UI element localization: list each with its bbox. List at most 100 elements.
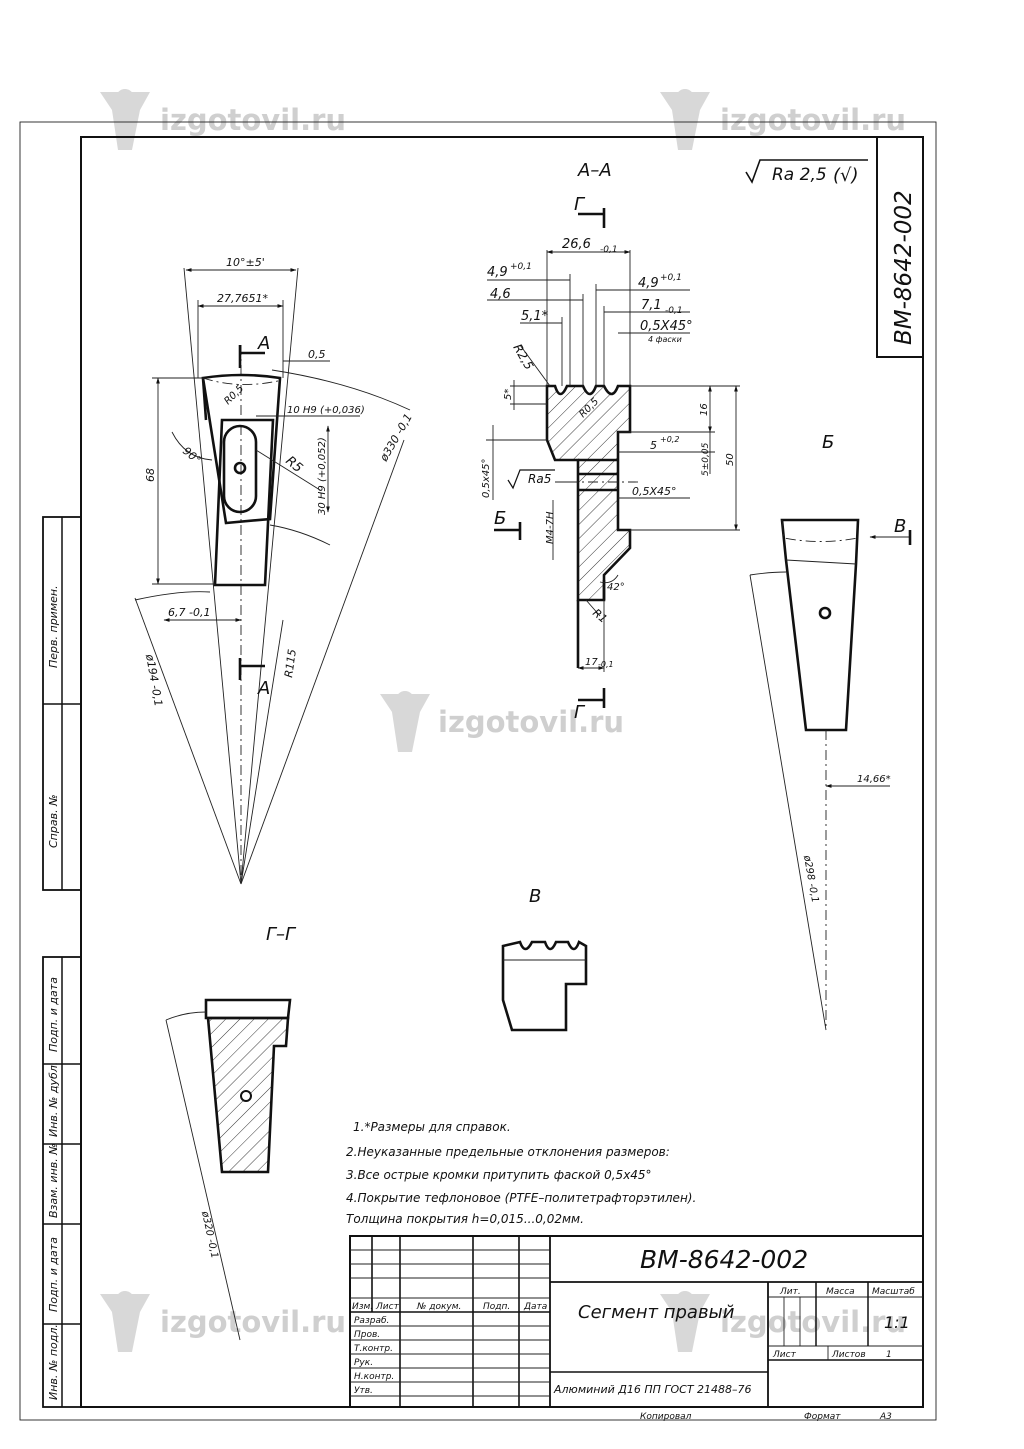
note-2: 2.Неуказанные предельные отклонения разм… xyxy=(346,1145,670,1159)
section-gg-title: Г–Г xyxy=(266,924,297,945)
section-mark-g-bottom: Г xyxy=(574,702,586,723)
view-b: Б В 14,66* ø298 -0,1 xyxy=(749,432,912,1031)
role-approved: Утв. xyxy=(354,1386,373,1396)
view-v-title: В xyxy=(529,886,541,907)
dim-17: 17 xyxy=(585,657,598,668)
watermark-text: izgotovil.ru xyxy=(160,103,346,137)
dim-r25: R2,5 xyxy=(510,342,536,373)
dim-266-tol: -0,1 xyxy=(600,245,618,255)
role-developer: Разраб. xyxy=(354,1316,389,1326)
dim-5-tol: +0,2 xyxy=(660,435,679,444)
header-sign: Подп. xyxy=(483,1302,510,1312)
value-scale: 1:1 xyxy=(884,1313,910,1332)
view-mark-v: В xyxy=(894,516,906,537)
dim-17-tol: -0,1 xyxy=(598,660,614,669)
dim-49b: 4,9 xyxy=(638,276,659,291)
roughness-symbol: Ra 2,5 (√) xyxy=(745,159,868,186)
label-sheets: Листов xyxy=(831,1350,866,1360)
dim-offset: 0,5 xyxy=(308,348,326,361)
title-block: Изм. Лист № докум. Подп. Дата Разраб. Пр… xyxy=(349,1235,924,1422)
stamp-sign-date: Подп. и дата xyxy=(47,977,60,1052)
dim-chamfer-1-note: 4 фаски xyxy=(648,335,682,344)
note-1: 1.*Размеры для справок. xyxy=(353,1120,511,1134)
view-mark-b-left: Б xyxy=(494,508,506,529)
dim-46: 4,6 xyxy=(490,287,511,302)
outer-frame xyxy=(19,121,937,1421)
watermark-text: izgotovil.ru xyxy=(720,103,906,137)
stamp-orig-inv: Инв. № подл. xyxy=(47,1324,60,1400)
view-v: В xyxy=(501,886,588,1032)
svg-text:(√): (√) xyxy=(833,165,859,186)
header-doc: № докум. xyxy=(416,1302,461,1312)
label-sheet: Лист xyxy=(772,1350,797,1360)
dim-1466: 14,66* xyxy=(857,774,891,785)
watermark-text: izgotovil.ru xyxy=(438,705,624,739)
ra5-label: Ra5 xyxy=(528,472,551,486)
label-format: Формат xyxy=(804,1412,841,1422)
front-view: 10°±5' 27,7651* А 0,5 R0,5 10 H9 (+0,036… xyxy=(134,256,415,885)
dim-49: 4,9 xyxy=(487,265,508,280)
section-mark-a-top: А xyxy=(257,333,270,354)
header-date: Дата xyxy=(523,1302,547,1312)
section-mark-g-top: Г xyxy=(574,194,586,215)
dim-r115: R115 xyxy=(282,648,299,678)
drawing-number-vertical: ВМ-8642-002 xyxy=(891,190,917,345)
role-tech-control: Т.контр. xyxy=(354,1344,393,1354)
dim-slot-l: 30 H9 (+0,052) xyxy=(317,437,328,515)
section-aa-title: А–А xyxy=(577,160,612,181)
role-head: Рук. xyxy=(354,1358,373,1368)
stamp-first-use: Перв. примен. xyxy=(47,585,60,668)
label-scale: Масштаб xyxy=(872,1287,915,1297)
dim-diam-194: ø194 -0,1 xyxy=(143,652,165,707)
dim-diam-320: ø320 -0,1 xyxy=(199,1209,220,1259)
note-5: Толщина покрытия h=0,015...0,02мм. xyxy=(346,1212,584,1226)
dim-5b: 5±0,05 xyxy=(701,442,711,476)
note-4: 4.Покрытие тефлоновое (PTFE–политетрафто… xyxy=(346,1191,696,1205)
technical-notes: 1.*Размеры для справок. 2.Неуказанные пр… xyxy=(346,1120,696,1226)
stamp-ref-number: Справ. № xyxy=(47,794,60,848)
dim-71: 7,1 xyxy=(641,298,662,313)
dim-49-tol: +0,1 xyxy=(510,262,532,272)
section-aa: А–А Г 26,6 -0,1 4,9 +0,1 4,6 5,1* 4,9 +0… xyxy=(481,160,740,723)
dim-angle-42: 42° xyxy=(607,582,625,593)
watermark-text: izgotovil.ru xyxy=(720,1305,906,1339)
value-sheets: 1 xyxy=(886,1350,892,1360)
dim-diam-330: ø330 -0,1 xyxy=(377,411,415,464)
header-sheet: Лист xyxy=(375,1302,400,1312)
side-stamp: Перв. примен. Справ. № Подп. и дата Инв.… xyxy=(42,516,82,1408)
role-checker: Пров. xyxy=(354,1330,380,1340)
section-gg: Г–Г ø320 -0,1 xyxy=(165,924,297,1341)
dim-r05: R0,5 xyxy=(222,383,246,407)
note-3: 3.Все острые кромки притупить фаской 0,5… xyxy=(346,1168,652,1182)
dim-71-tol: -0,1 xyxy=(665,306,683,316)
dim-49b-tol: +0,1 xyxy=(660,273,682,283)
title-doc-number: ВМ-8642-002 xyxy=(640,1245,808,1274)
label-mass: Масса xyxy=(826,1287,855,1297)
watermark-logo-icon xyxy=(100,89,710,1352)
label-lit: Лит. xyxy=(779,1287,801,1297)
dim-thread: M4-7H xyxy=(545,511,556,544)
title-material: Алюминий Д16 ПП ГОСТ 21488–76 xyxy=(553,1383,752,1396)
watermark-text: izgotovil.ru xyxy=(160,1305,346,1339)
dim-266: 26,6 xyxy=(562,237,591,252)
dim-r1: R1 xyxy=(590,606,610,625)
dim-chamfer-2: 0,5X45° xyxy=(632,485,677,498)
view-b-title: Б xyxy=(822,432,834,453)
header-change: Изм. xyxy=(352,1302,373,1312)
drawing-number-box: ВМ-8642-002 xyxy=(876,136,924,358)
dim-chamfer-1: 0,5X45° xyxy=(640,319,693,334)
dim-67: 6,7 -0,1 xyxy=(168,606,210,619)
label-copied: Копировал xyxy=(640,1412,692,1422)
stamp-replace-inv: Взам. инв. № xyxy=(47,1143,60,1218)
dim-5: 5 xyxy=(650,439,657,452)
watermark: izgotovil.ru izgotovil.ru izgotovil.ru i… xyxy=(100,89,906,1352)
value-format: А3 xyxy=(879,1412,892,1422)
stamp-dup-inv: Инв. № дубл. xyxy=(47,1062,60,1137)
dim-height: 68 xyxy=(144,468,157,482)
dim-5s: 5* xyxy=(503,389,514,400)
dim-chord: 27,7651* xyxy=(217,292,268,305)
dim-slot-w: 10 H9 (+0,036) xyxy=(287,405,365,416)
roughness-label: Ra 2,5 xyxy=(772,165,827,185)
